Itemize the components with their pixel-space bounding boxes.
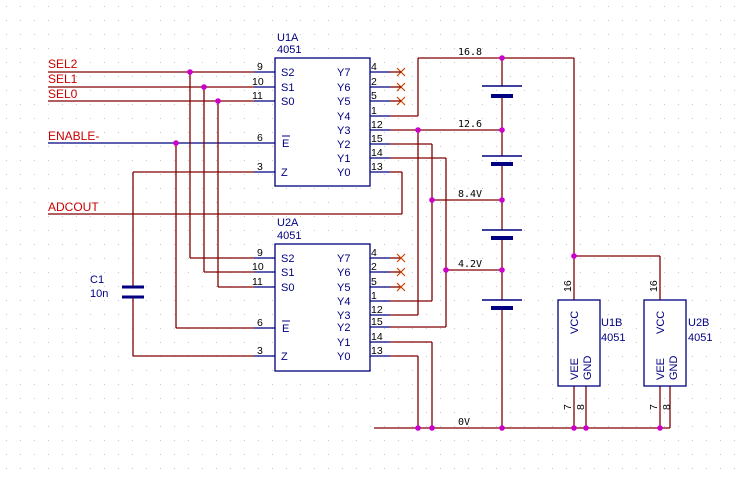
u2a-pin-num: 15: [371, 316, 383, 328]
u2b-vee-label: VEE: [655, 358, 667, 380]
u1a-pin-label: Z: [281, 167, 288, 179]
u1b-vee-label: VEE: [569, 358, 581, 380]
u1a-pin-label: Y0: [337, 167, 350, 179]
no-connect-icon: [390, 67, 406, 106]
u1a-pin-label: S2: [281, 67, 294, 79]
u1a-pin-num: 11: [252, 90, 263, 102]
u2a-pin-label: S0: [281, 282, 294, 294]
u2a-pin-num: 3: [257, 345, 263, 357]
u1a-pin-num: 2: [371, 76, 377, 88]
u1a-pin-num: 15: [371, 133, 383, 145]
u1b-pin-num: 16: [562, 280, 574, 292]
u1a-pin-num: 6: [257, 132, 263, 144]
u2a-pin-label: E: [282, 323, 289, 335]
chip-u2a: U2A 4051 9 10 11 6 3 S2 S1 S0 E Z Y7 Y6 …: [252, 217, 406, 372]
u1b-ref: U1B: [601, 317, 622, 329]
u1a-pin-label: Y1: [337, 153, 350, 165]
u2a-pin-num: 2: [371, 261, 377, 273]
u2a-part: 4051: [277, 230, 301, 242]
u2a-pin-num: 11: [252, 276, 263, 288]
chip-u1a: U1A 4051 9 10 11 6 3 S2 S1 S0 E Z Y7 Y6 …: [252, 32, 406, 187]
chip-u1b: U1B 4051 VCC VEE GND 16 7 8: [557, 280, 625, 410]
u2a-pin-num: 14: [371, 331, 383, 343]
net-label-4v2: 4.2V: [458, 259, 482, 270]
u2a-pin-label: Z: [281, 351, 288, 363]
battery-cell-1: [482, 85, 522, 98]
battery-cell-3: [482, 229, 522, 240]
c1-value: 10n: [90, 288, 108, 300]
capacitor-c1: C1 10n: [90, 274, 144, 300]
u1a-part: 4051: [277, 44, 301, 56]
c1-ref: C1: [90, 274, 104, 286]
u1a-pin-label: S1: [281, 82, 294, 94]
chip-u2b: U2B 4051 VCC VEE GND 16 7 8: [643, 280, 712, 410]
u2a-pin-num: 12: [371, 304, 383, 316]
u2a-pin-label: Y1: [337, 337, 350, 349]
u2a-ref: U2A: [277, 217, 299, 229]
net-label-sel2: SEL2: [48, 57, 78, 71]
net-label-enable: ENABLE-: [48, 129, 99, 143]
net-label-sel0: SEL0: [48, 87, 78, 101]
u2a-pin-label: S1: [281, 267, 294, 279]
u2a-pin-num: 1: [371, 290, 377, 302]
u2a-pin-label: Y5: [337, 282, 350, 294]
u1a-pin-label: Y5: [337, 96, 350, 108]
u1a-pin-label: Y3: [337, 125, 350, 137]
u2a-pin-label: Y3: [337, 310, 350, 322]
u1a-pin-num: 4: [371, 61, 377, 73]
u1a-pin-label: E: [282, 138, 289, 150]
battery-cell-2: [482, 155, 522, 166]
no-connect-icon: [390, 253, 406, 292]
u2a-pin-num: 9: [257, 247, 263, 259]
net-label-8v4: 8.4V: [458, 189, 482, 200]
u2b-vcc-label: VCC: [655, 311, 667, 334]
net-label-sel1: SEL1: [48, 72, 78, 86]
net-label-adcout: ADCOUT: [48, 200, 99, 214]
u1a-pin-num: 9: [257, 61, 263, 73]
u1a-pin-num: 14: [371, 147, 383, 159]
u1a-pin-num: 13: [371, 161, 383, 173]
u1b-pin-num: 7: [562, 404, 574, 410]
u2a-pin-label: Y2: [337, 322, 350, 334]
u1b-vcc-label: VCC: [569, 311, 581, 334]
u2a-pin-label: Y7: [337, 253, 350, 265]
u2a-pin-label: Y4: [337, 296, 350, 308]
u2b-pin-num: 16: [648, 280, 660, 292]
u2a-pin-num: 4: [371, 247, 377, 259]
u2a-pin-num: 6: [257, 317, 263, 329]
u1a-pin-num: 5: [371, 90, 377, 102]
u2a-pin-label: Y0: [337, 351, 350, 363]
u1a-ref: U1A: [277, 32, 299, 44]
junction-dots: [173, 55, 663, 431]
u1b-pin-num: 8: [575, 404, 587, 410]
net-label-12v6: 12.6: [458, 119, 482, 130]
u2a-pin-num: 10: [252, 261, 264, 273]
u2b-part: 4051: [688, 332, 712, 344]
u1a-pin-num: 12: [371, 119, 383, 131]
u1a-pin-num: 3: [257, 161, 263, 173]
u1a-pin-label: Y4: [337, 111, 350, 123]
u2b-pin-num: 8: [661, 404, 673, 410]
u2a-pin-label: S2: [281, 253, 294, 265]
battery-cell-4: [482, 299, 522, 310]
u1b-gnd-label: GND: [582, 356, 594, 381]
u2b-ref: U2B: [688, 317, 709, 329]
u1a-pin-label: Y7: [337, 67, 350, 79]
u2a-pin-label: Y6: [337, 267, 350, 279]
u1a-pin-num: 1: [371, 105, 377, 117]
u1a-pin-label: Y6: [337, 82, 350, 94]
u1b-part: 4051: [601, 332, 625, 344]
u2b-gnd-label: GND: [668, 356, 680, 381]
u1a-pin-num: 10: [252, 76, 264, 88]
u2a-pin-num: 5: [371, 276, 377, 288]
net-label-0v: 0V: [458, 417, 470, 428]
u1a-pin-label: Y2: [337, 139, 350, 151]
net-label-16v8: 16.8: [458, 47, 482, 58]
u2b-pin-num: 7: [648, 404, 660, 410]
u2a-pin-num: 13: [371, 345, 383, 357]
u1a-pin-label: S0: [281, 96, 294, 108]
